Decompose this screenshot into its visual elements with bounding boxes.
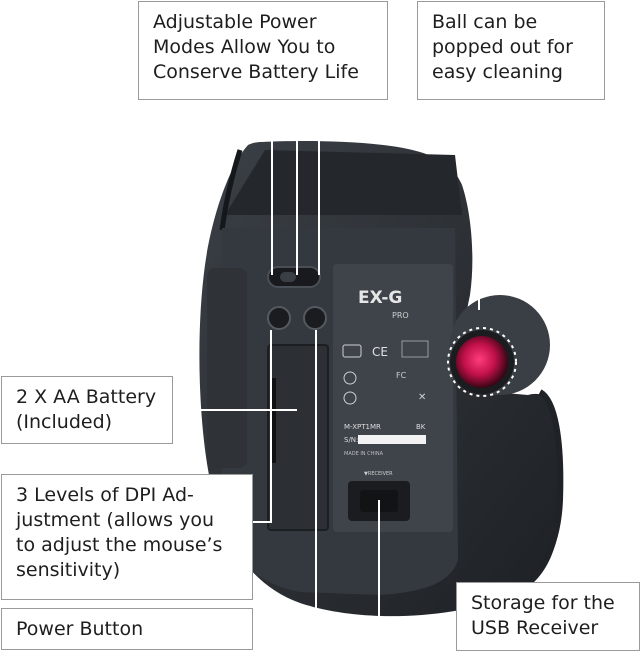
callout-storage: Storage for the USB Receiver (456, 582, 640, 651)
label-panel (333, 264, 453, 532)
front-rim (225, 150, 462, 215)
color-code: BK (416, 423, 426, 431)
serial-label: S/N: (344, 436, 358, 444)
svg-text:CE: CE (372, 345, 388, 359)
made-in: MADE IN CHINA (344, 451, 384, 457)
callout-battery: 2 X AA Battery (Included) (1, 376, 173, 444)
side-panel (207, 268, 247, 468)
leader-line (271, 100, 273, 275)
leader-line (270, 330, 272, 522)
leader-line (252, 521, 272, 523)
leader-line (318, 100, 320, 275)
leader-line (478, 100, 480, 310)
trackball (456, 336, 508, 388)
leader-line (378, 500, 380, 623)
brand-logo: EX-G (358, 288, 402, 308)
leader-line (378, 621, 458, 623)
receiver-label: ▼RECEIVER (364, 471, 393, 477)
serial-field (358, 435, 426, 444)
callout-ball: Ball can be popped out for easy cleaning (417, 1, 605, 100)
svg-text:✕: ✕ (418, 392, 426, 403)
leader-line (296, 100, 298, 275)
power-button (267, 306, 291, 330)
callout-power-modes: Adjustable Power Modes Allow You to Cons… (138, 1, 388, 100)
callout-power-button: Power Button (1, 608, 253, 650)
callout-dpi: 3 Levels of DPI Ad- justment (allows you… (1, 474, 253, 600)
dpi-button (303, 306, 327, 330)
svg-text:FC: FC (396, 371, 407, 380)
leader-line (252, 625, 317, 627)
model-number: M-XPT1MR (344, 423, 381, 431)
leader-line (172, 409, 297, 411)
battery-slot (270, 378, 276, 463)
battery-door (267, 344, 329, 531)
leader-line (315, 330, 317, 626)
sub-brand-logo: PRO (392, 311, 409, 320)
